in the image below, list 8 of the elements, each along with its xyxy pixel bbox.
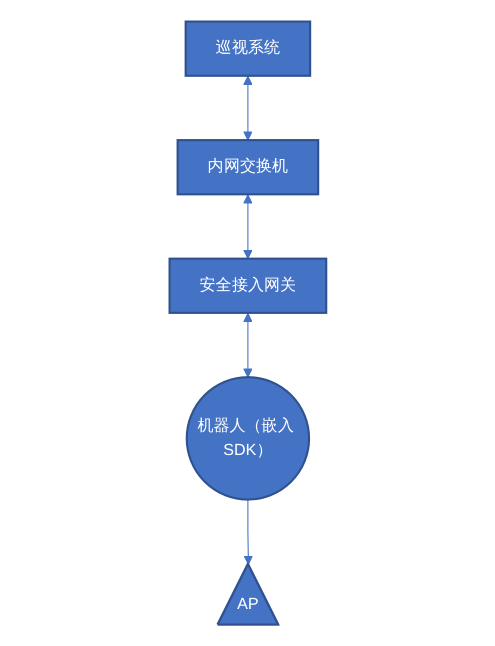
arrow: [243, 499, 253, 565]
node-box: 巡视系统: [184, 20, 311, 77]
node-box: 内网交换机: [176, 139, 319, 196]
arrow: [242, 194, 252, 260]
arrow: [242, 312, 252, 378]
node-circle: 机器人（嵌入 SDK）: [185, 376, 310, 501]
node-box: 安全接入网关: [168, 258, 327, 314]
arrow: [242, 76, 252, 140]
